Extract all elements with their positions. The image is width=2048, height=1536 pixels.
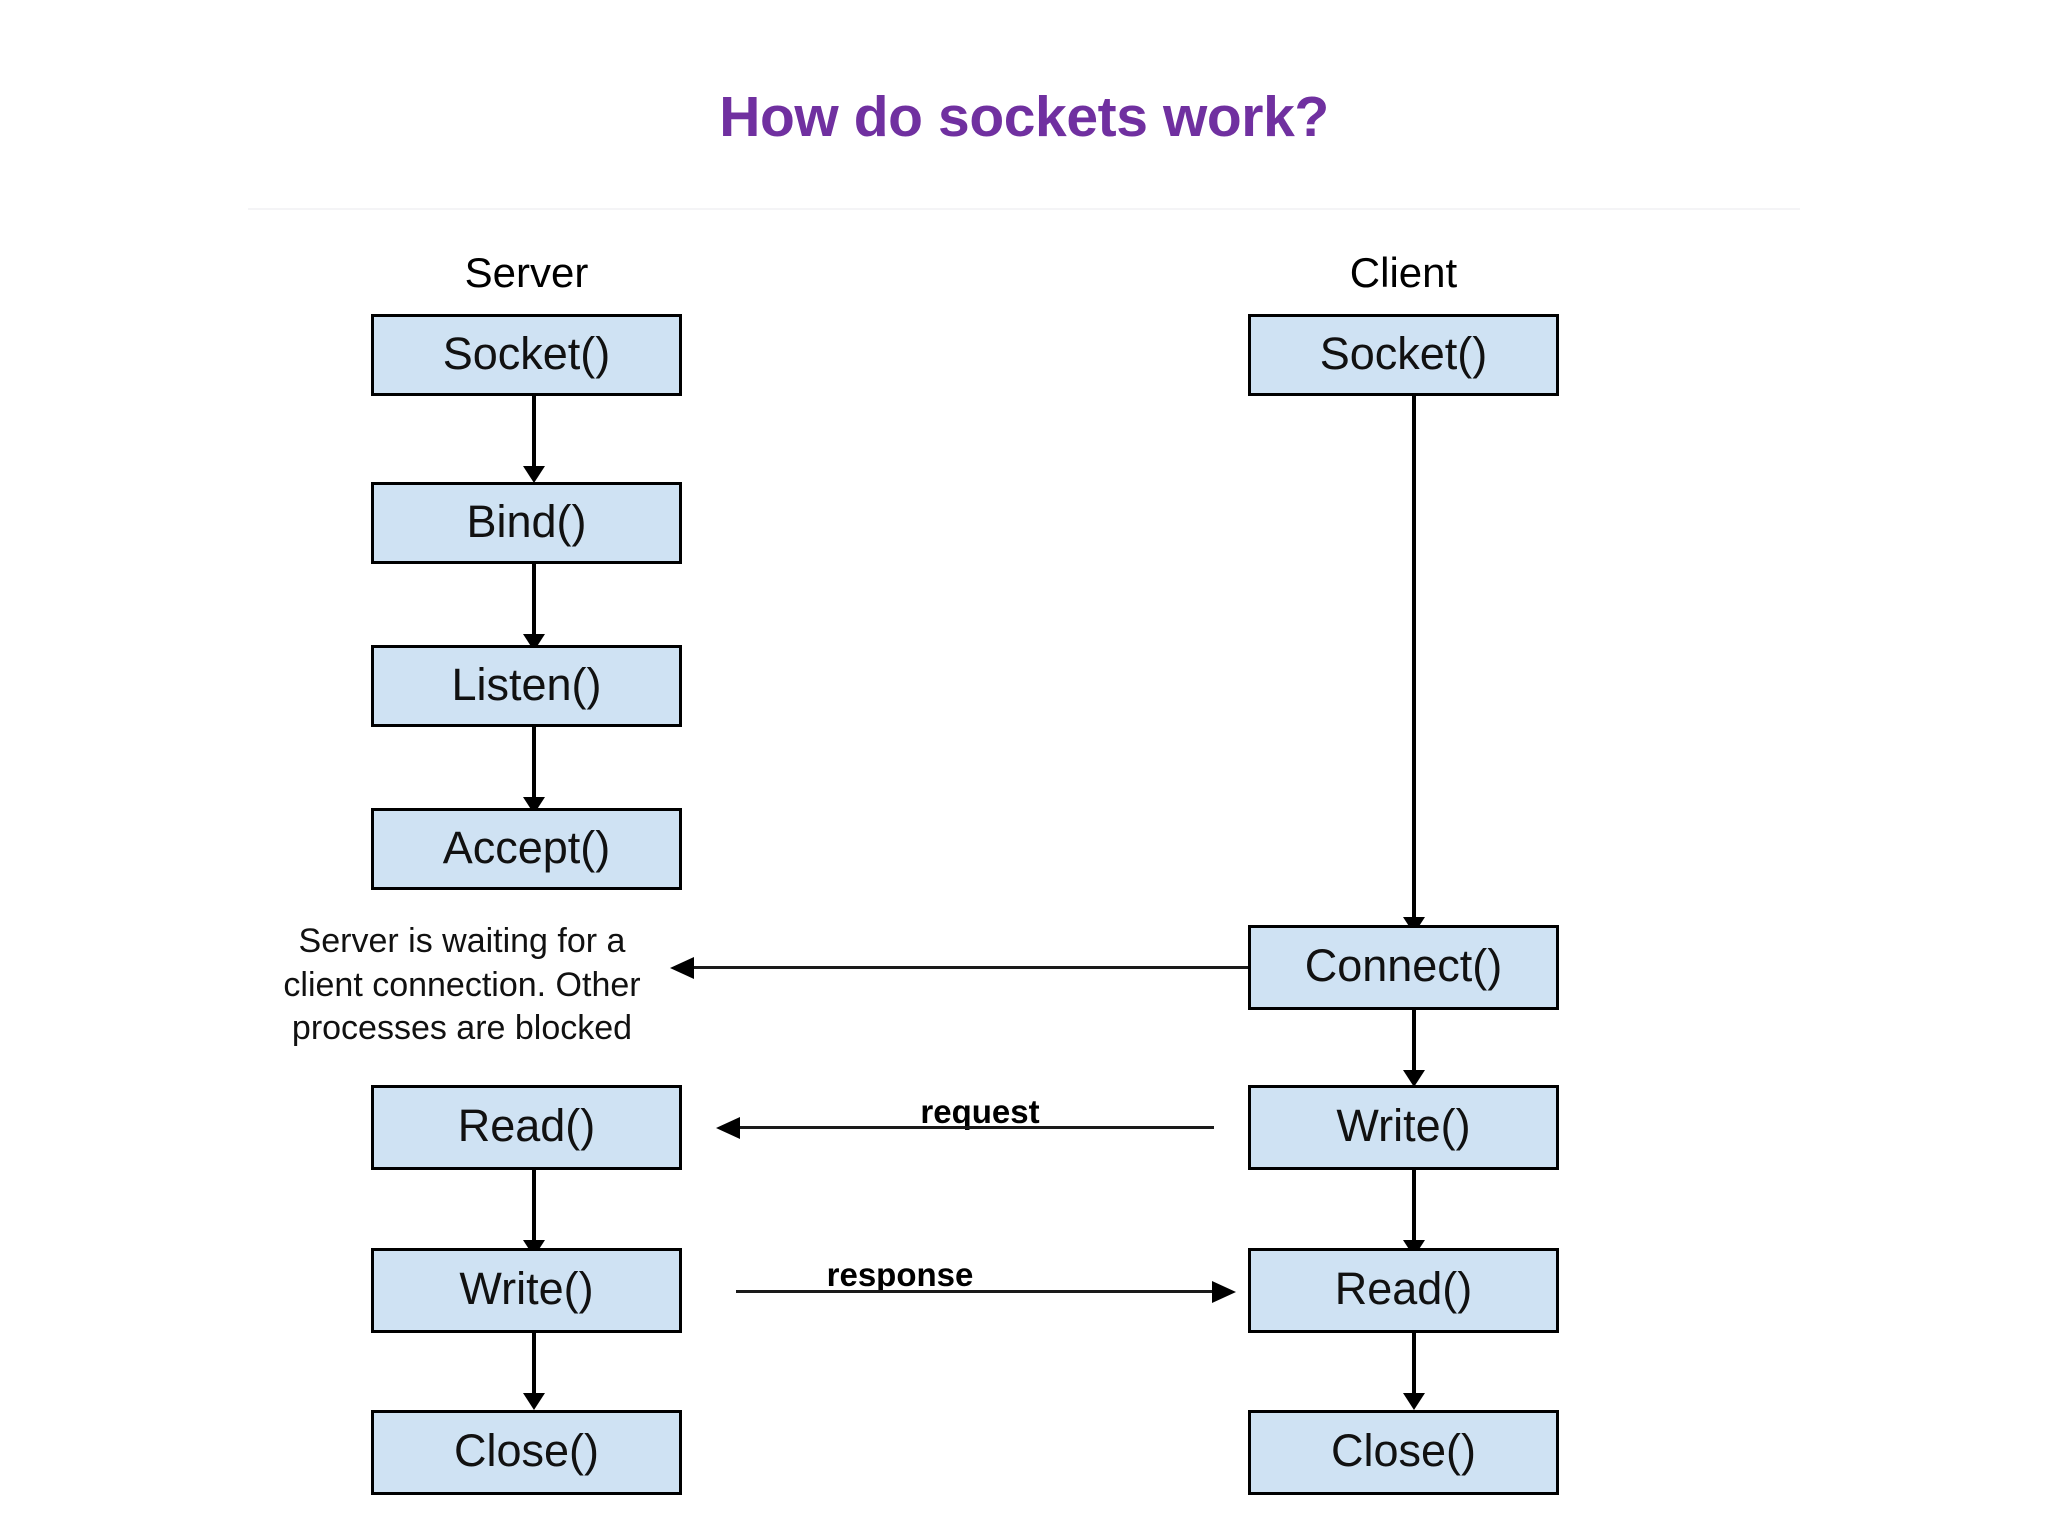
server-step-bind[interactable]: Bind() bbox=[371, 482, 682, 564]
server-step-write[interactable]: Write() bbox=[371, 1248, 682, 1333]
server-waiting-note: Server is waiting for a client connectio… bbox=[262, 920, 662, 1051]
server-arrowhead-close bbox=[523, 1393, 545, 1410]
client-connector-write-read bbox=[1412, 1170, 1416, 1246]
client-step-read[interactable]: Read() bbox=[1248, 1248, 1559, 1333]
server-waiting-note-line-1: Server is waiting for a bbox=[298, 922, 626, 960]
flow-connect-line bbox=[692, 966, 1248, 969]
server-step-write-label: Write() bbox=[459, 1263, 594, 1314]
client-step-connect-label: Connect() bbox=[1304, 940, 1503, 991]
server-connector-bind-listen bbox=[532, 564, 536, 640]
server-step-read[interactable]: Read() bbox=[371, 1085, 682, 1170]
flow-connect-arrowhead bbox=[670, 957, 694, 979]
client-step-close[interactable]: Close() bbox=[1248, 1410, 1559, 1495]
page-title: How do sockets work? bbox=[719, 85, 1329, 149]
column-heading-client: Client bbox=[1349, 249, 1458, 296]
client-step-read-label: Read() bbox=[1334, 1263, 1473, 1314]
server-step-listen[interactable]: Listen() bbox=[371, 645, 682, 727]
flow-response-line bbox=[736, 1290, 1212, 1293]
client-step-socket-label: Socket() bbox=[1319, 327, 1488, 379]
flow-request-line bbox=[738, 1126, 1214, 1129]
title-divider bbox=[248, 208, 1800, 210]
server-step-socket-label: Socket() bbox=[442, 327, 611, 379]
client-step-write[interactable]: Write() bbox=[1248, 1085, 1559, 1170]
server-step-accept[interactable]: Accept() bbox=[371, 808, 682, 890]
client-step-connect[interactable]: Connect() bbox=[1248, 925, 1559, 1010]
flow-response-label: response bbox=[826, 1256, 974, 1293]
flow-request-arrowhead bbox=[716, 1117, 740, 1139]
server-step-accept-label: Accept() bbox=[442, 821, 611, 873]
server-connector-write-close bbox=[532, 1333, 536, 1401]
server-step-listen-label: Listen() bbox=[451, 658, 602, 710]
server-connector-read-write bbox=[532, 1170, 536, 1246]
server-step-socket[interactable]: Socket() bbox=[371, 314, 682, 396]
client-step-write-label: Write() bbox=[1336, 1100, 1471, 1151]
client-step-close-label: Close() bbox=[1330, 1425, 1477, 1476]
client-connector-read-close bbox=[1412, 1333, 1416, 1401]
server-arrowhead-bind bbox=[523, 466, 545, 483]
client-arrowhead-close bbox=[1403, 1393, 1425, 1410]
client-connector-socket-connect bbox=[1412, 396, 1416, 923]
flow-response-arrowhead bbox=[1212, 1281, 1236, 1303]
server-connector-listen-accept bbox=[532, 727, 536, 803]
server-connector-socket-bind bbox=[532, 396, 536, 472]
server-step-bind-label: Bind() bbox=[466, 495, 587, 547]
server-waiting-note-line-3: processes are blocked bbox=[291, 1009, 633, 1048]
server-step-close[interactable]: Close() bbox=[371, 1410, 682, 1495]
client-arrowhead-write bbox=[1403, 1070, 1425, 1087]
server-step-read-label: Read() bbox=[457, 1100, 596, 1151]
server-waiting-note-line-2: client connection. Other bbox=[283, 965, 641, 1004]
client-step-socket[interactable]: Socket() bbox=[1248, 314, 1559, 396]
column-heading-server: Server bbox=[464, 249, 589, 296]
server-step-close-label: Close() bbox=[453, 1425, 600, 1476]
client-connector-connect-write bbox=[1412, 1010, 1416, 1078]
flow-request-label: request bbox=[920, 1093, 1040, 1130]
